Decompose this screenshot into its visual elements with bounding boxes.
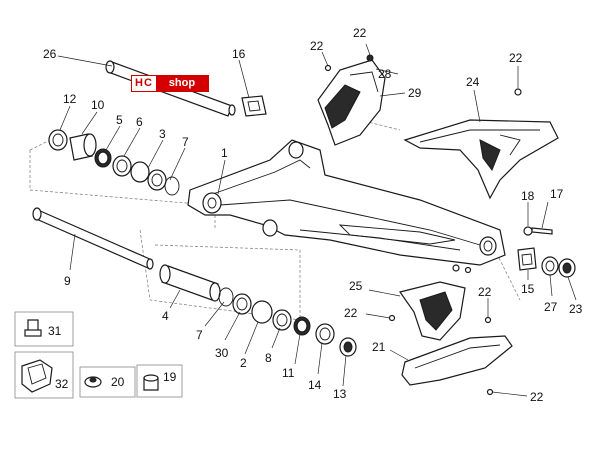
label-31: 31 bbox=[48, 324, 62, 338]
part-1-swingarm bbox=[187, 139, 506, 274]
label-22-e: 22 bbox=[478, 285, 492, 299]
label-19: 19 bbox=[163, 370, 177, 384]
label-22-b: 22 bbox=[353, 26, 367, 40]
label-27: 27 bbox=[544, 300, 558, 314]
label-3: 3 bbox=[159, 127, 166, 141]
label-2: 2 bbox=[240, 356, 247, 370]
label-6: 6 bbox=[136, 115, 143, 129]
label-32: 32 bbox=[55, 377, 69, 391]
shop-logo: HC shop bbox=[131, 75, 209, 92]
label-13: 13 bbox=[333, 387, 347, 401]
part-29-chain-guard bbox=[317, 54, 386, 146]
label-9: 9 bbox=[64, 274, 71, 288]
label-11: 11 bbox=[282, 366, 295, 380]
label-25: 25 bbox=[349, 279, 363, 293]
part-21-chain-slider bbox=[401, 316, 513, 396]
label-22-d: 22 bbox=[344, 306, 358, 320]
label-17: 17 bbox=[550, 187, 564, 201]
callout-labels: 26 16 12 10 5 6 3 7 1 9 4 7 30 2 8 11 14… bbox=[43, 26, 583, 404]
part-19-box bbox=[136, 364, 183, 398]
part-10-sleeve bbox=[69, 133, 97, 161]
label-14: 14 bbox=[308, 378, 322, 392]
label-18: 18 bbox=[521, 189, 535, 203]
parts-11-14-13 bbox=[293, 316, 357, 357]
label-28: 28 bbox=[378, 67, 392, 81]
part-9-axle bbox=[32, 207, 154, 270]
parts-5-6-3-rings bbox=[94, 148, 180, 196]
parts-7-30-2-8-rings bbox=[218, 287, 292, 331]
leader-lines bbox=[57, 43, 577, 397]
parts-15-27-23 bbox=[517, 247, 576, 278]
label-12: 12 bbox=[63, 92, 77, 106]
label-7-upper: 7 bbox=[182, 135, 189, 149]
part-24-mudguard bbox=[403, 88, 559, 200]
label-5: 5 bbox=[116, 113, 123, 127]
label-10: 10 bbox=[91, 98, 105, 112]
label-23: 23 bbox=[569, 302, 583, 316]
label-7-lower: 7 bbox=[196, 328, 203, 342]
label-22-a: 22 bbox=[310, 39, 324, 53]
part-4-sleeve bbox=[159, 264, 221, 302]
label-29: 29 bbox=[408, 86, 422, 100]
logo-prefix: HC bbox=[132, 76, 156, 91]
label-21: 21 bbox=[372, 340, 386, 354]
label-20: 20 bbox=[111, 375, 125, 389]
label-22-f: 22 bbox=[530, 390, 544, 404]
part-25-cover bbox=[388, 281, 466, 341]
part-31-box bbox=[14, 311, 74, 347]
part-32-box bbox=[14, 351, 74, 399]
label-1: 1 bbox=[221, 146, 228, 160]
label-4: 4 bbox=[162, 309, 169, 323]
logo-suffix: shop bbox=[155, 76, 208, 91]
label-8: 8 bbox=[265, 351, 272, 365]
label-15: 15 bbox=[521, 282, 535, 296]
label-26: 26 bbox=[43, 47, 57, 61]
label-24: 24 bbox=[466, 75, 480, 89]
part-12-bushing bbox=[48, 129, 68, 151]
parts-17-18-bolt bbox=[523, 226, 553, 236]
part-16-bracket bbox=[241, 95, 267, 117]
label-30: 30 bbox=[215, 346, 229, 360]
label-16: 16 bbox=[232, 47, 246, 61]
label-22-c: 22 bbox=[509, 51, 523, 65]
part-20-box bbox=[79, 366, 136, 398]
